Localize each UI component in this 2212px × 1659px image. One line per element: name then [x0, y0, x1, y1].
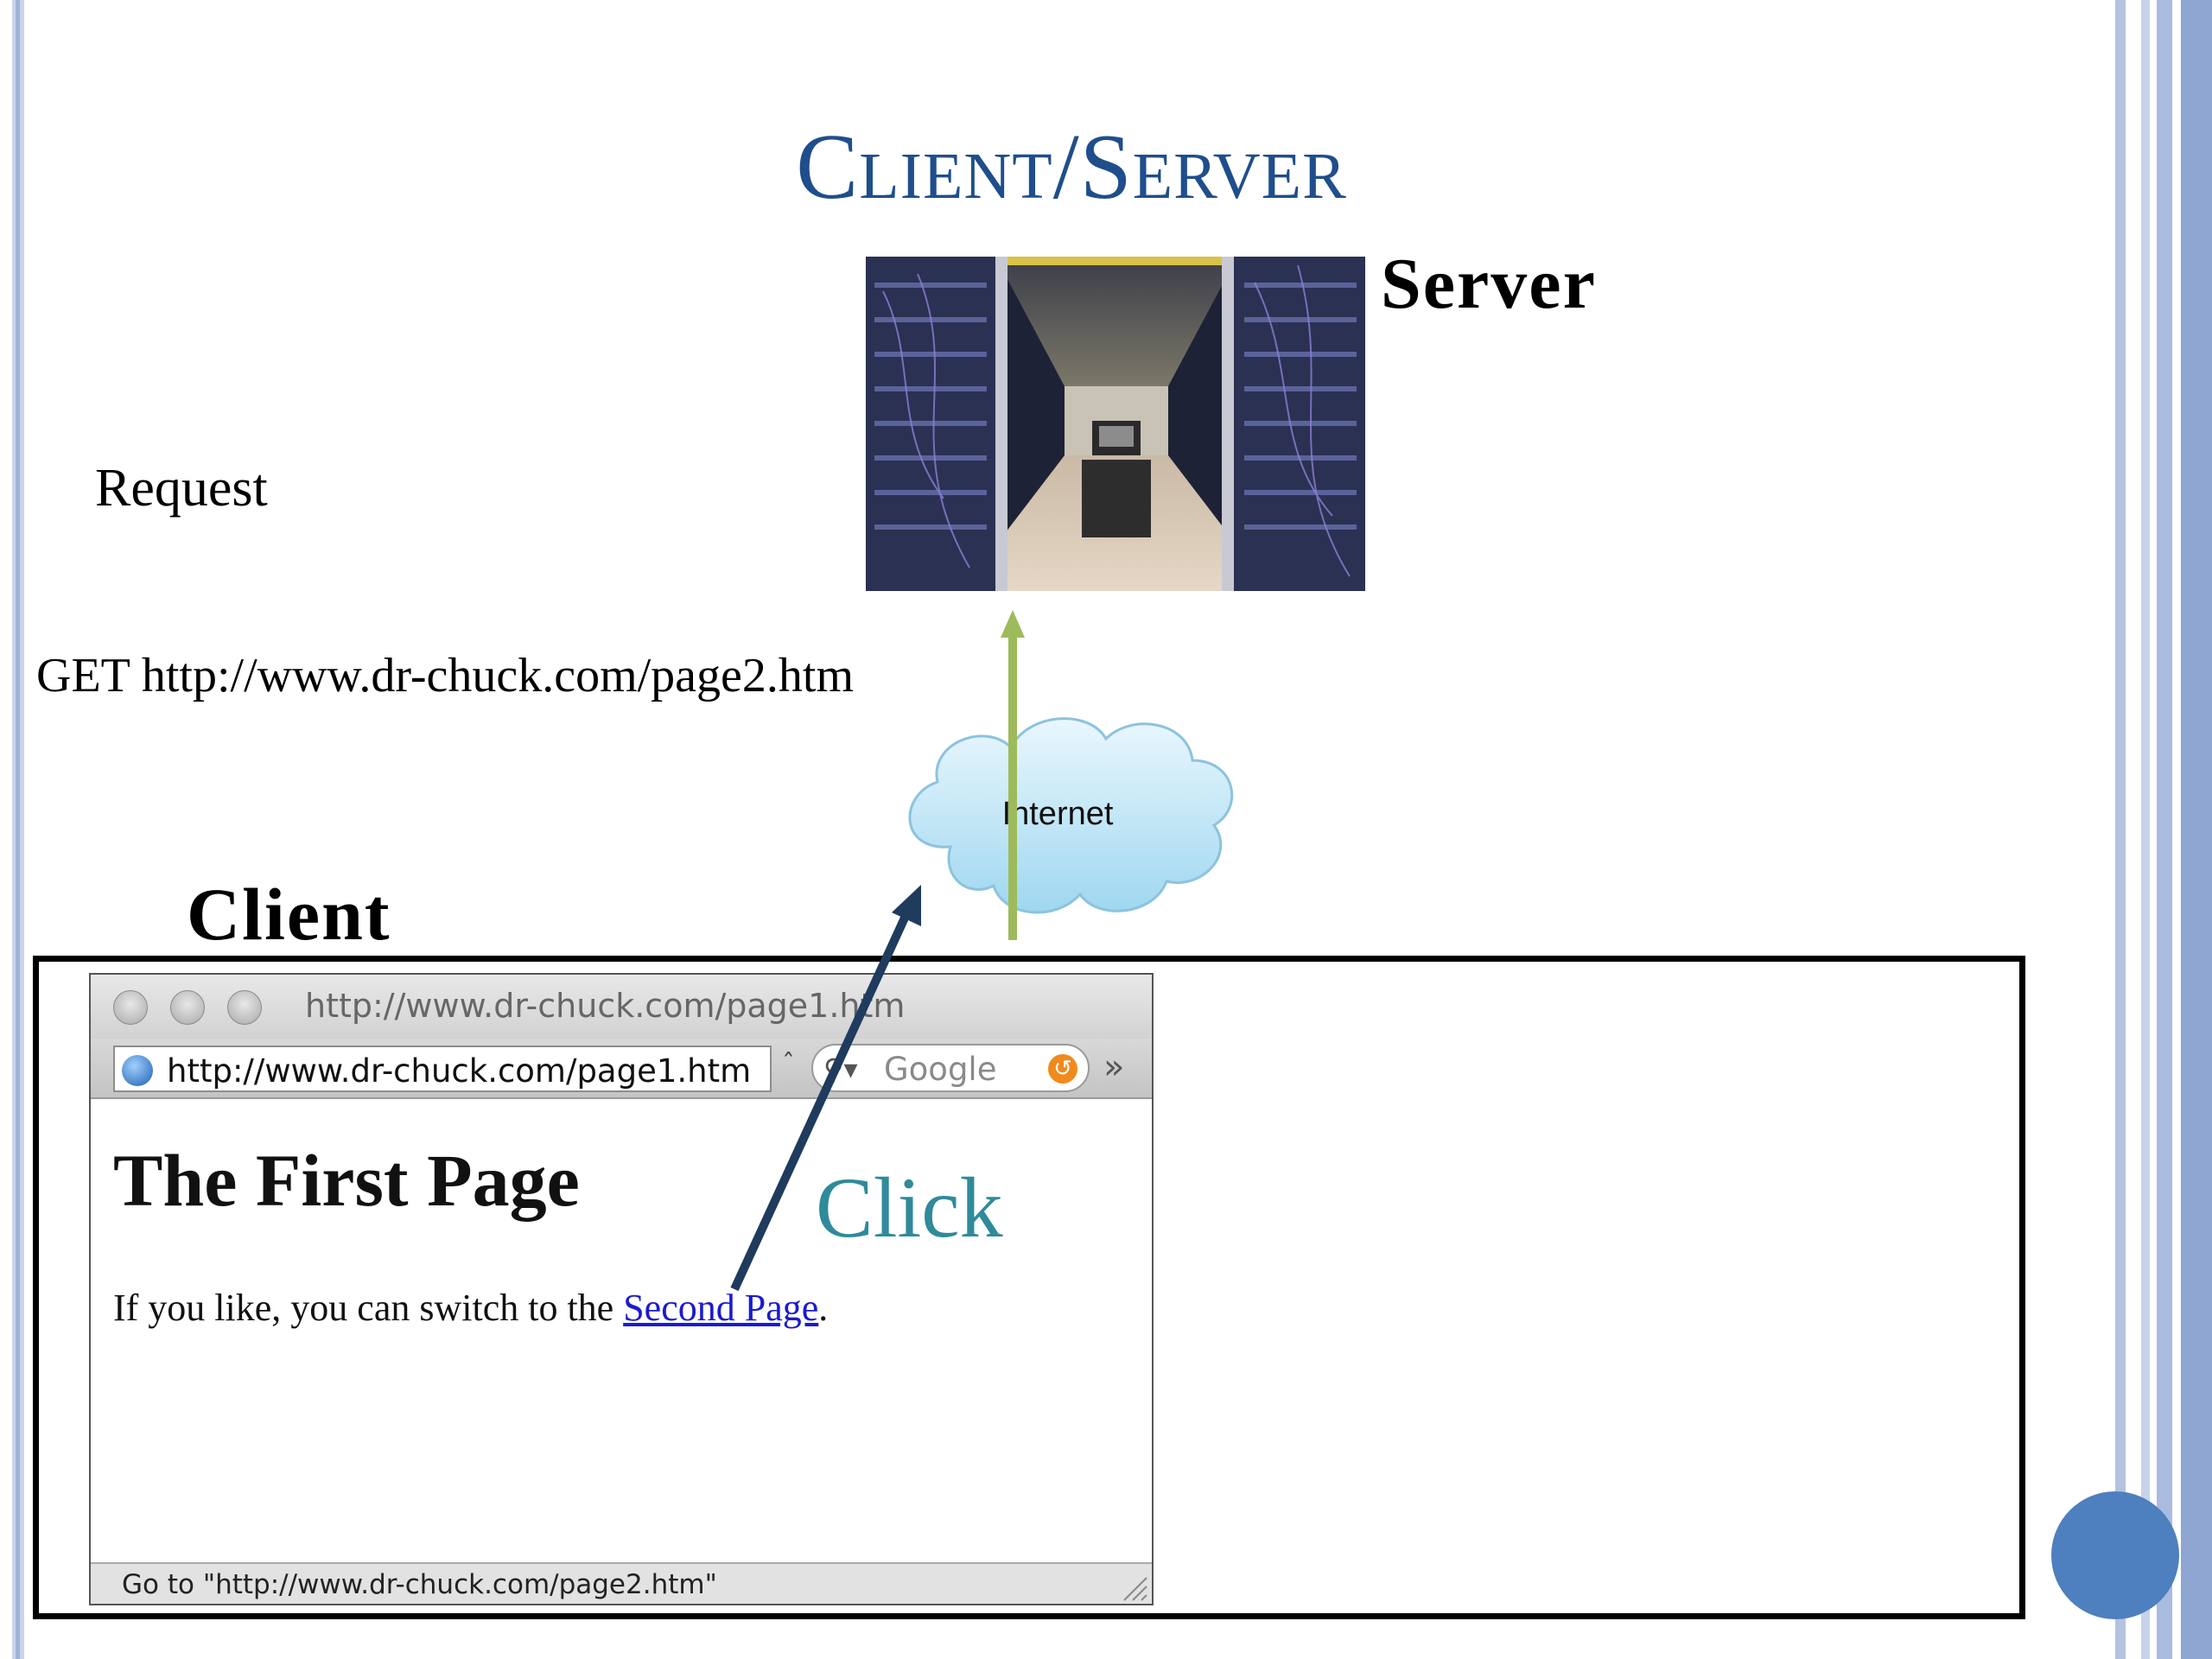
globe-icon: [122, 1055, 153, 1086]
overflow-chevron-icon[interactable]: »: [1103, 1047, 1125, 1087]
status-bar: Go to "http://www.dr-chuck.com/page2.htm…: [91, 1562, 1152, 1604]
browser-toolbar: http://www.dr-chuck.com/page1.htm ˆ ⚲▾ G…: [91, 1039, 1152, 1099]
search-field[interactable]: ⚲▾ Google ↺: [811, 1044, 1090, 1092]
cloud-icon: Internet: [908, 717, 1234, 914]
browser-window: http://www.dr-chuck.com/page1.htm http:/…: [89, 973, 1154, 1605]
address-dropdown-icon[interactable]: ˆ: [782, 1049, 795, 1079]
right-stripe-2: [2141, 0, 2150, 1659]
right-stripe-3: [2157, 0, 2172, 1659]
page-paragraph: If you like, you can switch to the Secon…: [113, 1286, 828, 1330]
client-label: Client: [187, 873, 391, 956]
request-label: Request: [95, 459, 268, 518]
browser-titlebar: http://www.dr-chuck.com/page1.htm: [91, 975, 1152, 1039]
minimize-window-button[interactable]: [170, 990, 205, 1025]
address-bar-value: http://www.dr-chuck.com/page1.htm: [167, 1052, 752, 1090]
corner-accent-circle: [2051, 1491, 2179, 1619]
request-arrow: [1001, 610, 1025, 940]
server-room-photo: [866, 257, 1365, 591]
resize-grip-icon[interactable]: [1119, 1573, 1148, 1602]
left-border-line: [16, 0, 20, 1659]
paragraph-period: .: [818, 1287, 829, 1329]
right-stripe-4: [2181, 0, 2212, 1659]
address-bar[interactable]: http://www.dr-chuck.com/page1.htm: [113, 1046, 772, 1092]
internet-label: Internet: [1002, 796, 1114, 832]
server-label: Server: [1381, 244, 1597, 324]
close-window-button[interactable]: [113, 990, 148, 1025]
search-placeholder: Google: [884, 1051, 997, 1088]
click-label: Click: [816, 1160, 1003, 1255]
get-request-text: GET http://www.dr-chuck.com/page2.htm: [36, 649, 855, 702]
page-heading: The First Page: [113, 1139, 580, 1222]
page-content: The First Page If you like, you can swit…: [91, 1099, 1152, 1566]
go-icon[interactable]: ↺: [1048, 1054, 1077, 1084]
zoom-window-button[interactable]: [227, 990, 262, 1025]
client-frame: [33, 956, 2025, 1619]
window-title: http://www.dr-chuck.com/page1.htm: [305, 987, 906, 1025]
second-page-link[interactable]: Second Page: [623, 1287, 819, 1329]
paragraph-text: If you like, you can switch to the: [113, 1287, 624, 1329]
search-icon: ⚲▾: [823, 1052, 858, 1085]
status-text: Go to "http://www.dr-chuck.com/page2.htm…: [122, 1569, 717, 1600]
slide-title: Client/Server: [796, 116, 1347, 219]
right-stripe-1: [2115, 0, 2126, 1659]
